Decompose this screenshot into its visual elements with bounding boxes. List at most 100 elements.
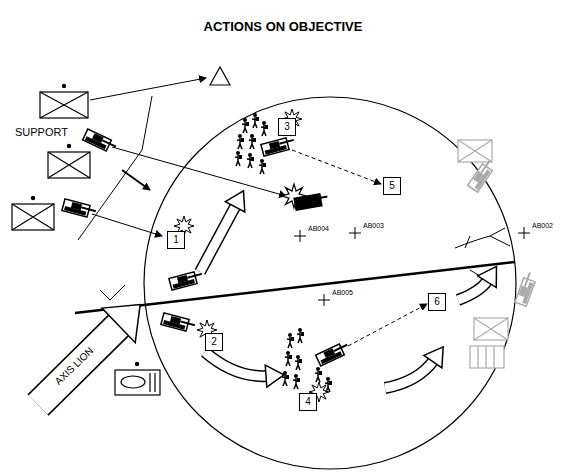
maneuver-arrow (225, 186, 253, 212)
maneuver-arrow (385, 341, 452, 388)
objective-illustration (242, 118, 249, 133)
grid-label: AB002 (531, 222, 554, 230)
road (75, 262, 515, 313)
axis-arrow (38, 324, 120, 405)
axis-arrow (38, 287, 157, 405)
objective-illustration (287, 333, 294, 348)
maneuver-arrow (122, 170, 150, 190)
unit-symbol (121, 376, 145, 388)
axis-arrow (102, 287, 157, 342)
unit-symbol (40, 92, 88, 118)
objective-illustration (295, 355, 302, 370)
enemy-unit (478, 346, 494, 368)
objective-illustration (261, 136, 296, 156)
move-line (292, 150, 381, 184)
objective-illustration (235, 151, 242, 166)
objective-triangle (210, 67, 230, 85)
enemy-unit (458, 140, 492, 162)
unit-symbol (48, 152, 90, 178)
grid-point (318, 294, 330, 306)
callout-box: 3 (278, 118, 296, 136)
maneuver-arrow (424, 341, 452, 368)
unit-symbol (135, 362, 138, 365)
callout-box: 2 (205, 333, 223, 351)
objective-illustration (247, 153, 254, 168)
maneuver-arrow (200, 205, 236, 272)
unit-symbol (48, 152, 90, 178)
maneuver-arrow (200, 205, 236, 272)
grid-label: AB005 (331, 289, 354, 297)
fire-line (92, 214, 162, 236)
callout-box: 4 (299, 393, 317, 411)
objective-illustration (237, 134, 244, 149)
objective-illustration (325, 377, 332, 392)
objective-illustration (261, 121, 268, 136)
enemy-unit (470, 346, 504, 368)
grid-point (294, 230, 306, 242)
objective-illustration (294, 193, 329, 211)
fire-line (112, 147, 286, 196)
unit-symbol (40, 92, 88, 118)
maneuver-arrow (478, 261, 506, 288)
maneuver-arrow (385, 360, 434, 388)
diagram-title: ACTIONS ON OBJECTIVE (204, 20, 363, 34)
enemy-unit (474, 318, 508, 340)
callout-number: 2 (211, 337, 217, 347)
objective-illustration (259, 159, 266, 174)
objective-illustration (282, 371, 289, 386)
maneuver-arrow (458, 280, 488, 300)
enemy-unit (458, 140, 492, 162)
objective-illustration (169, 270, 204, 290)
objective-illustration (315, 367, 322, 382)
maneuver-arrow (385, 360, 434, 388)
objective-illustration (515, 271, 538, 306)
unit-symbol (31, 196, 34, 199)
grid-label: AB004 (307, 225, 330, 233)
objective-illustration (252, 113, 259, 128)
objective-illustration (83, 129, 118, 154)
enemy-unit (474, 318, 508, 340)
callout-number: 1 (173, 235, 179, 245)
callout-number: 6 (434, 297, 440, 307)
enemy-unit (458, 140, 508, 368)
unit-symbol (150, 373, 155, 392)
objective-illustration (249, 134, 256, 149)
grid-point (518, 227, 530, 239)
maneuver-arrow (205, 352, 268, 376)
move-line (90, 78, 206, 100)
objective-illustration (293, 374, 300, 389)
objective-illustration (285, 351, 292, 366)
grid-point (349, 227, 361, 239)
unit-symbol (67, 144, 70, 147)
callout-box: 6 (428, 293, 446, 311)
maneuver-arrow (205, 352, 268, 376)
objective-illustration (297, 328, 304, 343)
callout-number: 5 (389, 181, 395, 191)
grid-label: AB003 (362, 222, 385, 230)
maneuver-arrow (458, 261, 506, 300)
objective-illustration (468, 158, 497, 192)
maneuver-arrow (458, 280, 488, 300)
move-line (348, 304, 427, 346)
callout-number: 4 (305, 397, 311, 407)
grid-point (294, 227, 530, 306)
objective-illustration (62, 199, 97, 219)
unit-symbol (12, 84, 160, 395)
unit-label: SUPPORT (15, 126, 68, 138)
unit-symbol (115, 370, 160, 395)
axis-label: AXIS LION (53, 345, 96, 387)
maneuver-arrow (265, 364, 284, 387)
road (75, 228, 515, 320)
callout-box: 5 (383, 177, 401, 195)
maneuver-arrow (205, 352, 285, 387)
objective-illustration (316, 341, 351, 366)
maneuver-arrow (200, 186, 253, 272)
callout-box: 1 (167, 231, 185, 249)
unit-symbol (62, 84, 65, 87)
unit-symbol (12, 204, 54, 230)
callout-number: 3 (284, 122, 290, 132)
objective-illustration (161, 313, 196, 333)
unit-symbol (12, 204, 54, 230)
